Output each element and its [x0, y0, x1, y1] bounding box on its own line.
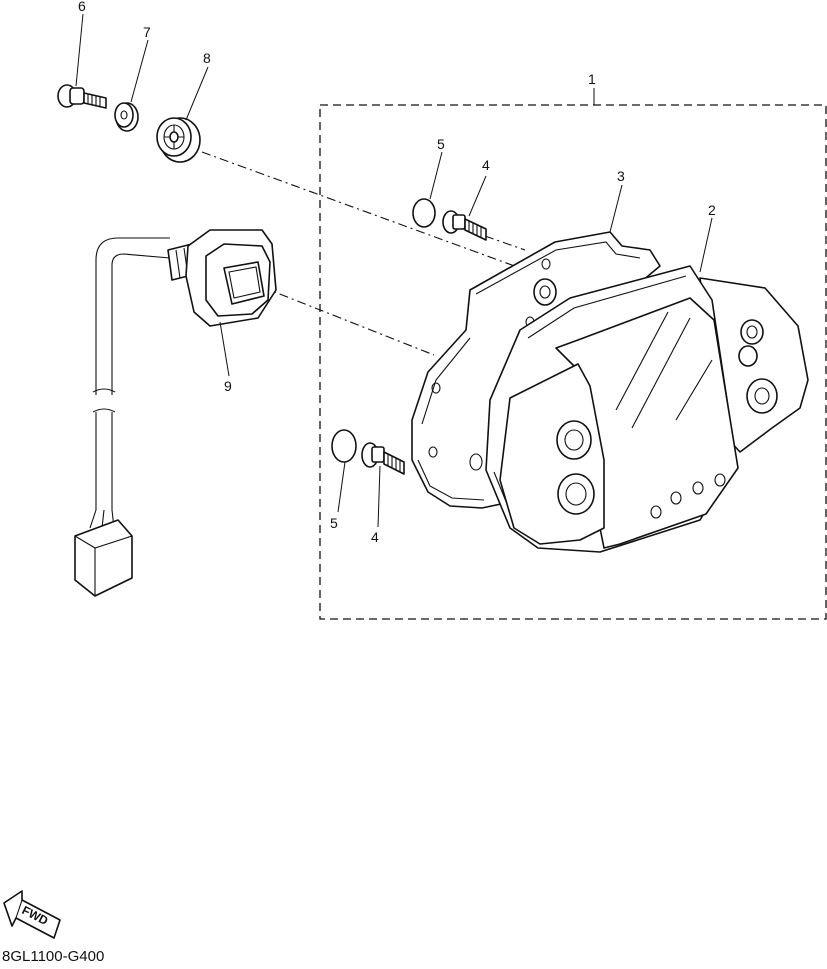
- callout-6[interactable]: 6: [78, 0, 86, 14]
- part-2-meter-assembly[interactable]: [485, 265, 809, 553]
- leader-3: [609, 184, 623, 233]
- leader-4a: [468, 175, 487, 217]
- part-4-screw-upper[interactable]: [442, 210, 487, 241]
- callout-3[interactable]: 3: [617, 168, 625, 184]
- callout-8[interactable]: 8: [203, 50, 211, 66]
- leader-5b: [337, 461, 346, 513]
- part-5-cap-upper[interactable]: [412, 198, 436, 228]
- part-7-washer[interactable]: [114, 102, 139, 132]
- part-8-grommet[interactable]: [156, 117, 201, 163]
- alignment-line-9: [261, 286, 435, 356]
- leader-9: [219, 321, 230, 377]
- alignment-line-4: [484, 235, 526, 251]
- part-code-label: 8GL1100-G400: [2, 948, 105, 965]
- leader-6: [75, 13, 84, 87]
- leader-8: [185, 66, 209, 121]
- part-5-cap-lower[interactable]: [331, 429, 357, 463]
- leader-7: [130, 39, 149, 103]
- callout-7[interactable]: 7: [143, 24, 151, 40]
- callout-5-upper[interactable]: 5: [437, 136, 445, 152]
- callout-5-lower[interactable]: 5: [330, 515, 338, 531]
- leader-5a: [429, 151, 443, 200]
- leader-2: [699, 217, 713, 273]
- fwd-arrow-icon: FWD: [3, 890, 61, 939]
- part-6-bolt[interactable]: [57, 84, 107, 109]
- leader-4b: [377, 465, 381, 528]
- part-4-screw-lower[interactable]: [361, 442, 405, 475]
- callout-1[interactable]: 1: [588, 71, 596, 87]
- callout-2[interactable]: 2: [708, 202, 716, 218]
- callout-4-lower[interactable]: 4: [371, 529, 379, 545]
- callout-4-upper[interactable]: 4: [482, 157, 490, 173]
- assembly-frame: [319, 104, 827, 620]
- part-9-socket-wire[interactable]: [74, 229, 277, 597]
- callout-9[interactable]: 9: [224, 378, 232, 394]
